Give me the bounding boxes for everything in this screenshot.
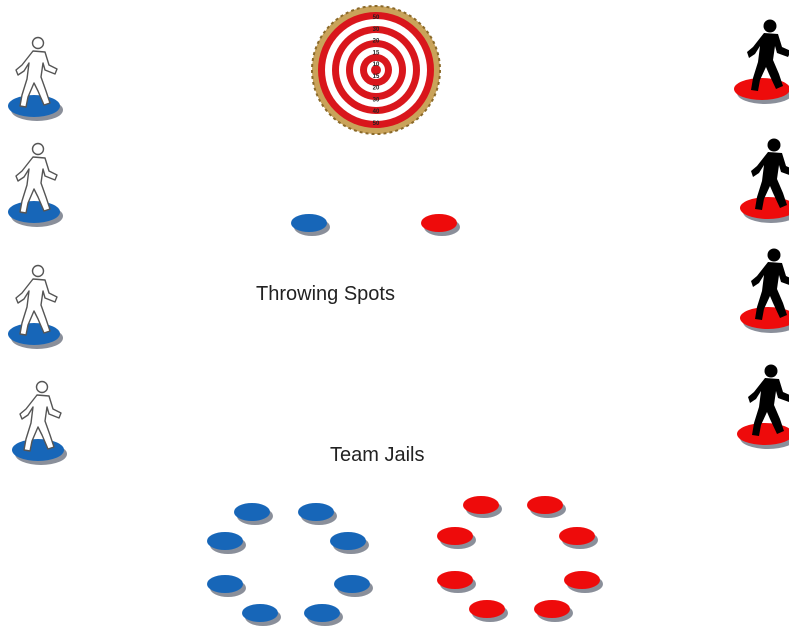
red-player-3 (740, 249, 789, 334)
blue-player-3 (8, 266, 63, 350)
jail-spot (298, 503, 337, 525)
jail-spot (304, 604, 343, 626)
jail-spot (207, 575, 246, 597)
red-player-1 (734, 20, 789, 105)
target-ring-number: 20 (373, 39, 380, 45)
red-team-jail (437, 496, 603, 622)
target-ring-number: 50 (373, 15, 380, 21)
jail-spot (564, 571, 603, 593)
jail-spot (469, 600, 508, 622)
red-player-2 (740, 139, 789, 224)
jail-spot (527, 496, 566, 518)
team-jails-label: Team Jails (330, 444, 424, 467)
red-player-4 (737, 365, 789, 450)
target-ring-number: 15 (373, 50, 380, 56)
blue-player-2 (8, 144, 63, 228)
target-ring-number: 20 (373, 86, 380, 92)
jail-spot (559, 527, 598, 549)
target-ring-number: 40 (373, 109, 380, 115)
blue-player-1 (8, 38, 63, 122)
target-ring-number: 30 (373, 27, 380, 33)
dartboard-target-icon: 50 30 20 15 10 15 20 30 40 50 (312, 6, 440, 134)
jail-spot (242, 604, 281, 626)
blue-player-4 (12, 382, 67, 466)
blue-team-jail (207, 503, 373, 626)
target-ring-number: 15 (373, 74, 380, 80)
target-ring-number: 10 (373, 62, 380, 68)
jail-spot (207, 532, 246, 554)
jail-spot (437, 527, 476, 549)
jail-spot (463, 496, 502, 518)
jail-spot (330, 532, 369, 554)
throwing-spots-label: Throwing Spots (256, 283, 395, 306)
throwing-spot-red (421, 214, 460, 236)
jail-spot (234, 503, 273, 525)
jail-spot (437, 571, 476, 593)
jail-spot (334, 575, 373, 597)
target-ring-number: 50 (373, 121, 380, 127)
throwing-spot-blue (291, 214, 330, 236)
target-ring-number: 30 (373, 97, 380, 103)
jail-spot (534, 600, 573, 622)
